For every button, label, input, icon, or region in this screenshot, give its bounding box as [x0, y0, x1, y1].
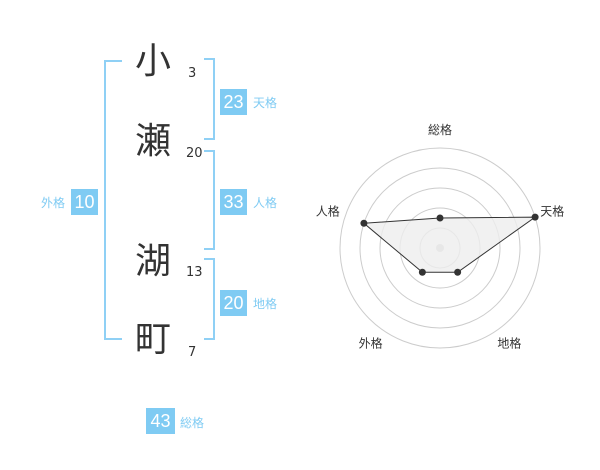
radar-data-point: [418, 268, 426, 276]
radar-data-point: [531, 213, 539, 221]
radar-data-point: [436, 214, 444, 222]
tenkaku-label: 天格: [253, 96, 278, 110]
chikaku-bracket-bottom: [204, 338, 215, 340]
jinkaku-bracket-vertical: [213, 150, 215, 250]
tenkaku-bracket-bottom: [204, 138, 215, 140]
tenkaku-bracket-top: [204, 58, 215, 60]
name-char-4: 町: [134, 319, 171, 360]
radar-axis-label: 天格: [540, 204, 564, 219]
chikaku-bracket-vertical: [213, 258, 215, 340]
radar-grid-ring: [359, 167, 521, 329]
jinkaku-label: 人格: [253, 196, 278, 210]
jinkaku-value-badge: 33: [220, 189, 247, 215]
chikaku-label: 地格: [253, 297, 278, 311]
chikaku-value-badge: 20: [220, 290, 247, 316]
gaikaku-bracket-top: [104, 60, 122, 62]
name-char-2: 瀬: [134, 121, 171, 162]
tenkaku-bracket-vertical: [213, 58, 215, 140]
radar-axis-label: 総格: [428, 122, 452, 137]
radar-axis-label: 地格: [497, 335, 521, 350]
radar-data-point: [454, 268, 462, 276]
gaikaku-bracket-vertical: [104, 60, 106, 340]
radar-data-area: [362, 216, 537, 273]
stroke-count-1: 3: [188, 66, 197, 81]
jinkaku-bracket-top: [204, 150, 215, 152]
stroke-count-4: 7: [188, 345, 197, 360]
radar-grid-ring: [339, 147, 541, 349]
radar-data-point: [360, 219, 368, 227]
gaikaku-bracket-bottom: [104, 338, 122, 340]
gaikaku-value-badge: 10: [71, 189, 98, 215]
stroke-count-3: 13: [186, 265, 203, 280]
stroke-count-2: 20: [186, 146, 203, 161]
radar-grid-ring: [379, 187, 501, 309]
jinkaku-bracket-bottom: [204, 248, 215, 250]
name-char-3: 湖: [134, 241, 171, 282]
soukaku-label: 総格: [180, 416, 205, 430]
radar-axis-label: 外格: [359, 335, 383, 350]
tenkaku-value-badge: 23: [220, 89, 247, 115]
radar-axis-label: 人格: [316, 204, 340, 219]
gaikaku-label: 外格: [41, 196, 66, 210]
chikaku-bracket-top: [204, 258, 215, 260]
soukaku-value-badge: 43: [146, 408, 175, 434]
name-char-1: 小: [134, 41, 171, 82]
